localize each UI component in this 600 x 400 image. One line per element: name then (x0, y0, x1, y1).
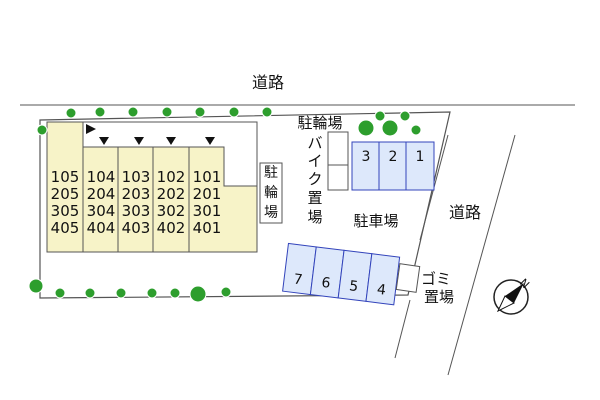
tree-icon (357, 119, 375, 137)
tree-icon (410, 124, 422, 136)
tree-icon (189, 285, 207, 303)
parking-space-4 (365, 253, 401, 306)
entrance-arrow-icon (86, 124, 96, 134)
tree-icon (169, 287, 181, 299)
tree-icon (399, 110, 411, 122)
bike-parking-label-5: 場 (307, 208, 322, 226)
room-number: 202 (157, 185, 186, 203)
bicycle-parking-left-label-3: 場 (264, 205, 278, 221)
room-number: 103 (122, 168, 151, 186)
room-number: 101 (193, 168, 222, 186)
bicycle-parking-top-label: 駐輪場 (297, 114, 342, 132)
tree-icon (146, 287, 158, 299)
tree-icon (161, 106, 173, 118)
corridor-outline (83, 121, 258, 186)
room-number: 404 (87, 219, 116, 237)
car-parking-label: 駐車場 (353, 212, 398, 230)
tree-icon (94, 106, 106, 118)
tree-icon (127, 106, 139, 118)
room-number: 204 (87, 185, 116, 203)
parking-number: 3 (362, 149, 371, 165)
tree-icon (220, 286, 232, 298)
parking-number: 7 (293, 271, 304, 288)
room-number: 201 (193, 185, 222, 203)
room-number: 105 (51, 168, 80, 186)
road-top-label: 道路 (252, 73, 284, 92)
bike-parking-label-3: ク (307, 170, 322, 188)
garbage-label-1: ゴミ (421, 270, 451, 288)
tree-icon (36, 124, 48, 136)
parking-number: 5 (348, 278, 359, 295)
apartment-building: 1052053054051042043044041032033034031022… (46, 121, 258, 253)
room-number: 401 (193, 219, 222, 237)
unit-column-105 (46, 121, 84, 253)
door-marker-icon (205, 137, 215, 145)
parking-upper-row: 3 2 1 (351, 141, 435, 191)
door-marker-icon (99, 137, 109, 145)
tree-icon (194, 106, 206, 118)
room-number: 405 (51, 219, 80, 237)
bicycle-parking-left-box (259, 162, 283, 224)
parking-space-3 (351, 141, 380, 191)
room-number: 205 (51, 185, 80, 203)
room-number: 203 (122, 185, 151, 203)
room-number: 402 (157, 219, 186, 237)
parking-number: 6 (320, 275, 331, 292)
room-number: 301 (193, 202, 222, 220)
road-right-label: 道路 (449, 203, 481, 222)
bike-parking-box (327, 131, 349, 191)
tree-icon (84, 287, 96, 299)
right-road-edge-inner-lower (394, 299, 411, 359)
room-number: 102 (157, 168, 186, 186)
parking-space-2 (378, 141, 407, 191)
parking-number: 2 (389, 149, 398, 165)
unit-column-102 (152, 146, 190, 253)
unit-column-104 (82, 146, 119, 253)
room-number: 305 (51, 202, 80, 220)
tree-icon (261, 106, 273, 118)
garbage-area-box (395, 263, 421, 293)
bike-parking-label-4: 置 (307, 189, 322, 207)
bike-parking-label-2: イ (307, 152, 322, 170)
parking-number: 1 (416, 149, 425, 165)
room-number: 303 (122, 202, 151, 220)
tree-icon (115, 287, 127, 299)
right-road-edge-outer (447, 134, 516, 376)
room-labels: 1052053054051042043044041032033034031022… (51, 168, 222, 237)
tree-icon (228, 106, 240, 118)
trees (28, 106, 422, 303)
bicycle-parking-left-label-1: 駐 (264, 165, 278, 181)
tree-icon (374, 110, 386, 122)
tree-icon (54, 287, 66, 299)
north-compass-icon: N (493, 276, 532, 315)
tree-icon (381, 119, 399, 137)
parking-space-1 (405, 141, 435, 191)
bike-parking-label-1: バ (307, 134, 322, 152)
room-number: 403 (122, 219, 151, 237)
tree-icon (28, 278, 44, 294)
room-number: 104 (87, 168, 116, 186)
door-marker-icon (166, 137, 176, 145)
parking-lower-row: 7 6 5 4 (282, 242, 401, 306)
tree-icon (65, 107, 77, 119)
door-marker-icon (134, 137, 144, 145)
parking-number: 4 (376, 282, 387, 299)
garbage-label-2: 置場 (424, 288, 454, 306)
room-number: 302 (157, 202, 186, 220)
site-boundary (39, 111, 451, 299)
room-number: 304 (87, 202, 116, 220)
bicycle-parking-left-label-2: 輪 (264, 184, 278, 201)
unit-column-103 (117, 146, 154, 253)
